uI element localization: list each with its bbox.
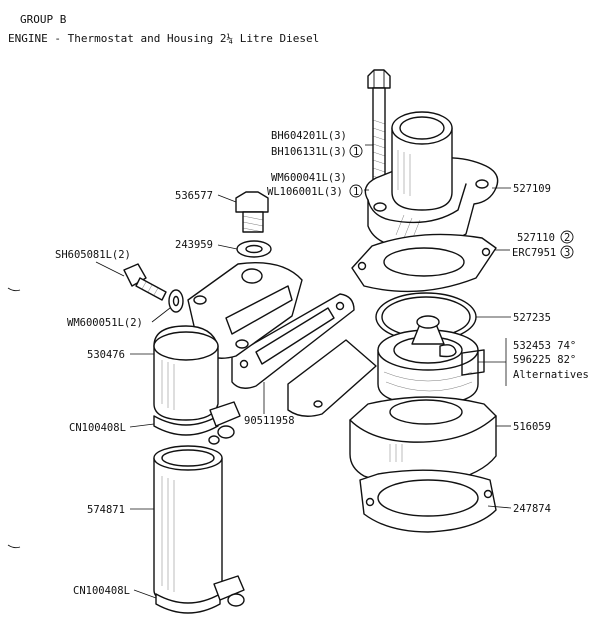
upper-hose-clip-drawing	[153, 401, 241, 445]
water-outlet-elbow-drawing	[364, 111, 499, 249]
drain-plug-drawing	[235, 191, 269, 233]
plug-washer-drawing	[236, 240, 272, 258]
thermostat-drawing	[377, 315, 479, 405]
note-circle-3	[560, 245, 574, 259]
note-number-2: 2	[564, 232, 570, 244]
part-label-536577: 536577	[175, 190, 213, 202]
note-number-3: 3	[564, 247, 570, 259]
part-label-596225: 596225 82°	[513, 354, 576, 366]
side-gasket-drawing	[231, 293, 355, 389]
part-label-cn100408l-lower: CN100408L	[73, 585, 130, 597]
note-circle-1a	[349, 144, 363, 158]
lower-hose-clip-drawing	[155, 575, 245, 614]
note-number-1b: 1	[353, 186, 359, 198]
part-label-243959: 243959	[175, 239, 213, 251]
part-label-wm600051l: WM600051L(2)	[67, 317, 143, 329]
part-label-90511958: 90511958	[244, 415, 295, 427]
leader-screw-washer	[151, 307, 171, 323]
part-label-sh605081l: SH605081L(2)	[55, 249, 131, 261]
set-screw-drawing	[123, 263, 167, 301]
leader-screw	[95, 261, 125, 277]
leader-clip-upper	[129, 423, 155, 428]
elbow-pipe-drawing	[153, 262, 303, 421]
screw-washer-drawing	[168, 289, 184, 313]
binding-mark-lower	[7, 544, 21, 549]
long-bolt-drawing	[367, 69, 391, 185]
part-label-532453: 532453 74°	[513, 340, 576, 352]
leader-plug	[217, 194, 237, 203]
part-label-247874: 247874	[513, 503, 551, 515]
part-label-wl106001l: WL106001L(3)	[267, 186, 343, 198]
part-label-516059: 516059	[513, 421, 551, 433]
part-label-527110: 527110	[517, 232, 555, 244]
upper-gasket-drawing	[351, 233, 497, 293]
group-heading: GROUP B	[20, 13, 67, 26]
part-label-cn100408l-upper: CN100408L	[69, 422, 126, 434]
part-label-wm600041l: WM600041L(3)	[271, 172, 347, 184]
housing-side-stub-drawing	[287, 339, 377, 417]
binding-mark-upper	[7, 287, 21, 292]
page-title: ENGINE - Thermostat and Housing 2¼ Litre…	[8, 32, 319, 45]
note-circle-2	[560, 230, 574, 244]
lower-gasket-drawing	[359, 469, 497, 533]
note-number-1a: 1	[353, 146, 359, 158]
part-label-527235: 527235	[513, 312, 551, 324]
leader-lower-gasket	[487, 505, 512, 509]
leader-clip-lower	[133, 589, 157, 599]
note-circle-1b	[349, 184, 363, 198]
part-label-574871: 574871	[87, 504, 125, 516]
hose-drawing	[153, 445, 223, 605]
part-label-bh604201l: BH604201L(3)	[271, 130, 347, 142]
part-label-527109: 527109	[513, 183, 551, 195]
part-label-bh106131l: BH106131L(3)	[271, 146, 347, 158]
leader-plug-washer	[217, 244, 238, 250]
alternatives-note: Alternatives	[513, 369, 589, 381]
part-label-530476: 530476	[87, 349, 125, 361]
part-label-erc7951: ERC7951	[512, 247, 556, 259]
